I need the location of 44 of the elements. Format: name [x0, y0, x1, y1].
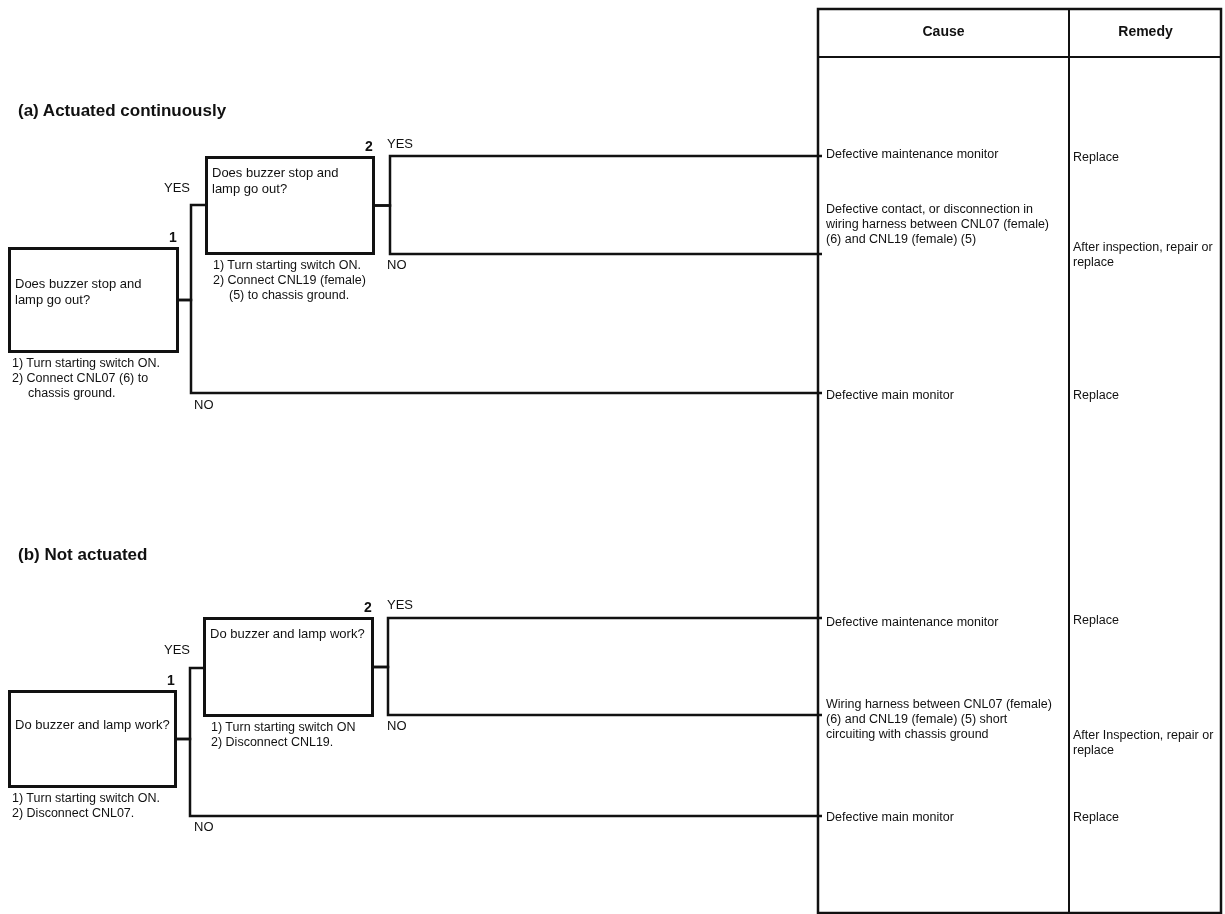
instruction-text: 1) Turn starting switch ON.	[213, 258, 362, 273]
edge-label: NO	[386, 719, 408, 733]
remedy-text: Replace	[1073, 613, 1120, 628]
section-title: (a) Actuated continuously	[18, 103, 228, 118]
edge-label: NO	[193, 820, 215, 834]
instruction-text: 1) Turn starting switch ON.	[12, 791, 161, 806]
decision-box: Does buzzer stop and lamp go out?	[8, 247, 179, 353]
decision-box: Do buzzer and lamp work?	[203, 617, 374, 717]
column-header: Cause	[921, 24, 966, 39]
section-title: (b) Not actuated	[18, 547, 149, 562]
edge-label: YES	[386, 137, 414, 151]
connector-line	[374, 665, 822, 717]
edge-label: YES	[163, 181, 191, 195]
decision-box: Do buzzer and lamp work?	[8, 690, 177, 788]
connector-line	[375, 204, 822, 256]
instruction-text: 1) Turn starting switch ON.	[12, 356, 161, 371]
instruction-text: 2) Connect CNL19 (female) (5) to chassis ground.	[213, 273, 367, 303]
edge-label: NO	[193, 398, 215, 412]
step-number: 2	[365, 139, 373, 154]
cause-text: Wiring harness between CNL07 (female) (6) and CNL19 (female) (5) short circuiting with chassis ground	[822, 664, 1062, 774]
decision-box: Does buzzer stop and lamp go out?	[205, 156, 375, 255]
edge-label: YES	[163, 643, 191, 657]
instruction-text: 2) Disconnect CNL19.	[211, 735, 335, 750]
connector-line	[179, 298, 822, 395]
remedy-text: Replace	[1073, 388, 1120, 403]
step-number: 1	[167, 673, 175, 688]
cause-text: Defective main monitor	[822, 384, 1062, 406]
column-header: Remedy	[1117, 24, 1174, 39]
cause-text: Defective maintenance monitor	[822, 136, 1062, 172]
connector-line	[177, 737, 822, 818]
cause-text: Defective main monitor	[822, 806, 1062, 828]
step-number: 1	[169, 230, 177, 245]
remedy-text: Replace	[1073, 810, 1120, 825]
instruction-text: 2) Connect CNL07 (6) to chassis ground.	[12, 371, 150, 401]
cause-text: Defective contact, or disconnection in wiring harness between CNL07 (female) (6) and CNL19 (female) (5)	[822, 190, 1062, 258]
instruction-text: 2) Disconnect CNL07.	[12, 806, 136, 821]
cause-text: Defective maintenance monitor	[822, 604, 1062, 640]
remedy-text: After Inspection, repair or replace	[1073, 728, 1215, 758]
remedy-text: Replace	[1073, 150, 1120, 165]
edge-label: YES	[386, 598, 414, 612]
instruction-text: 1) Turn starting switch ON	[211, 720, 357, 735]
step-number: 2	[364, 600, 372, 615]
edge-label: NO	[386, 258, 408, 272]
remedy-text: After inspection, repair or replace	[1073, 240, 1214, 270]
